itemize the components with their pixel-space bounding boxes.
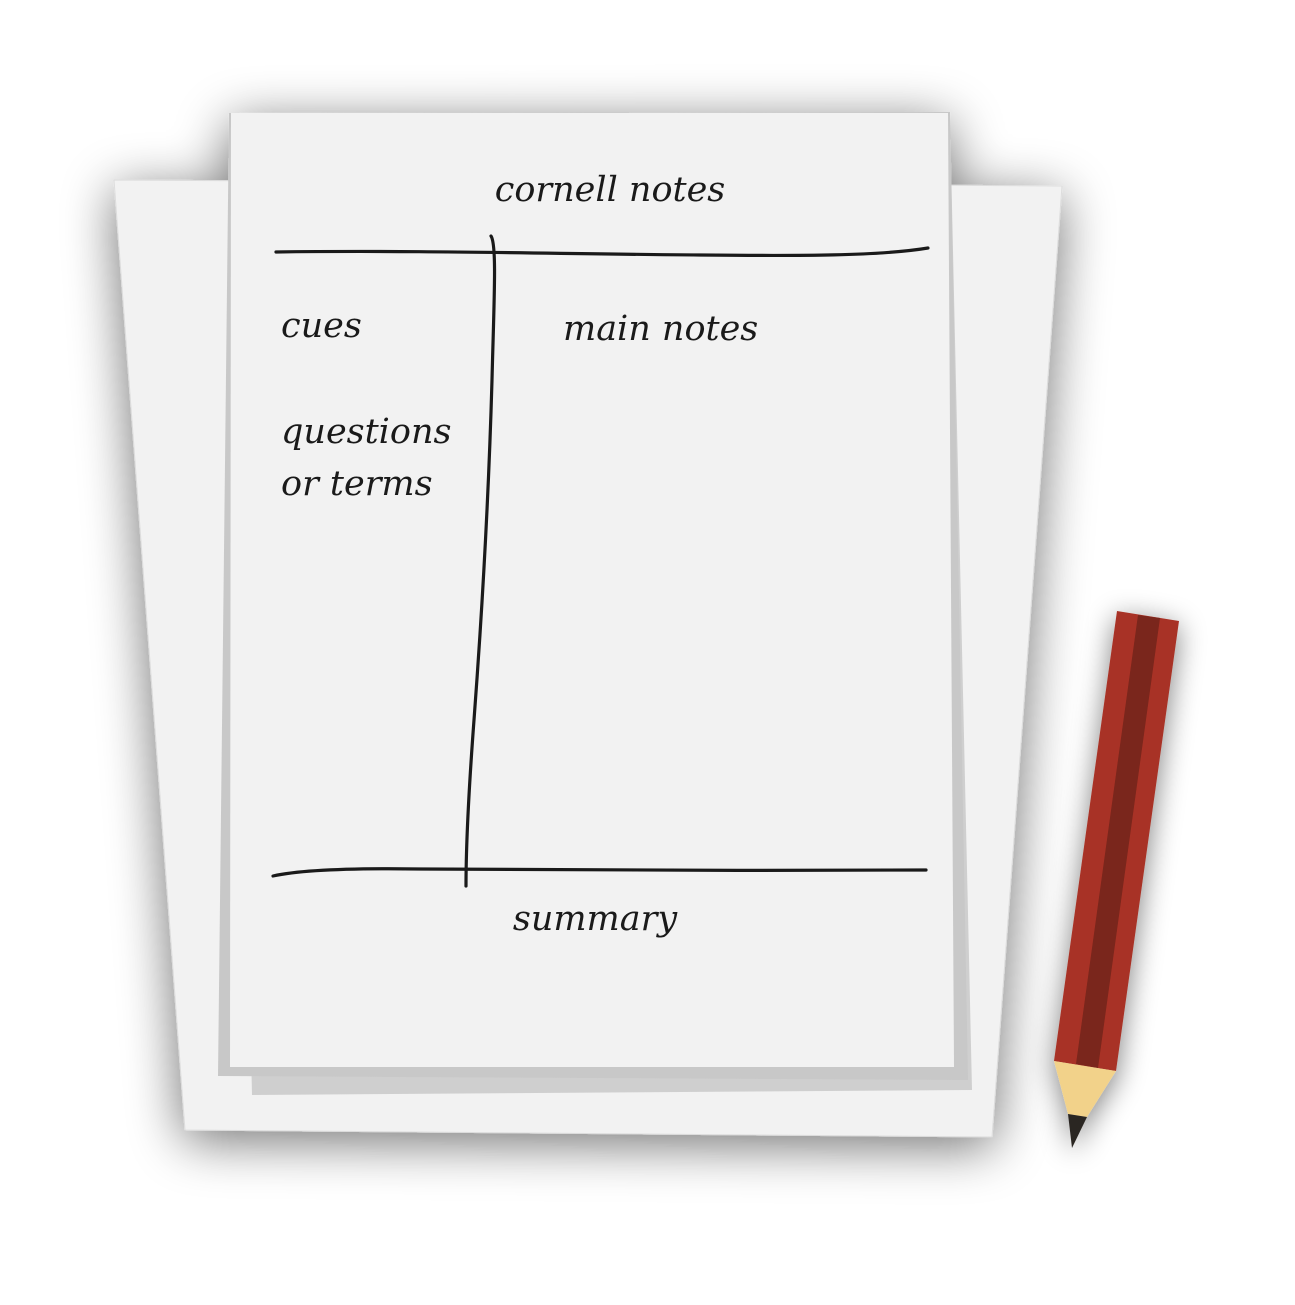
sheet-title: cornell notes <box>495 170 726 210</box>
front-sheet <box>230 113 954 1067</box>
cue-text-line-1: questions <box>281 412 451 452</box>
pencil-wood <box>1054 1061 1116 1117</box>
cornell-ruling <box>271 234 930 888</box>
cues-heading: cues <box>281 306 362 346</box>
paper-stack-icon <box>113 112 1063 1138</box>
pencil-lead <box>1068 1114 1087 1148</box>
summary-line <box>271 867 928 878</box>
summary-label: summary <box>513 899 678 939</box>
header-line <box>274 246 930 258</box>
cue-text-line-2: or terms <box>281 464 433 504</box>
cue-column-divider <box>464 234 497 888</box>
pencil-icon <box>1054 611 1179 1148</box>
pencil-stripe <box>1076 615 1160 1068</box>
main-notes-heading: main notes <box>563 309 758 349</box>
